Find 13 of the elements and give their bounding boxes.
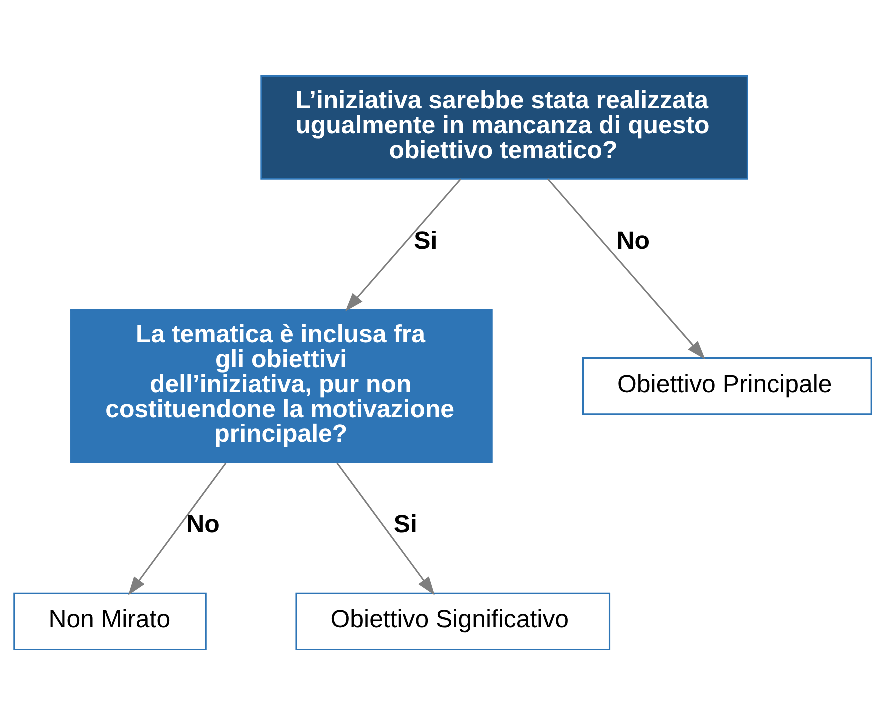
arrow — [547, 178, 706, 360]
arrow — [346, 178, 462, 312]
node-box: L’iniziativa sarebbe stata realizzata ugualmente in mancanza di questo obiettivo tematico? — [260, 74, 748, 180]
arrow — [128, 462, 227, 596]
node-box: Non Mirato — [14, 592, 207, 650]
node-box: Obiettivo Significativo — [296, 592, 611, 650]
arrow — [336, 462, 435, 596]
edge-label: Si — [394, 510, 418, 538]
edge-label: Si — [414, 226, 438, 254]
node-box: Obiettivo Principale — [582, 357, 872, 415]
edge-label: No — [616, 226, 650, 254]
node-box: La tematica è inclusa fra gli obiettivi dell’iniziativa, pur non costituendone la motivazione principale? — [70, 308, 493, 464]
edge-label: No — [186, 510, 220, 538]
